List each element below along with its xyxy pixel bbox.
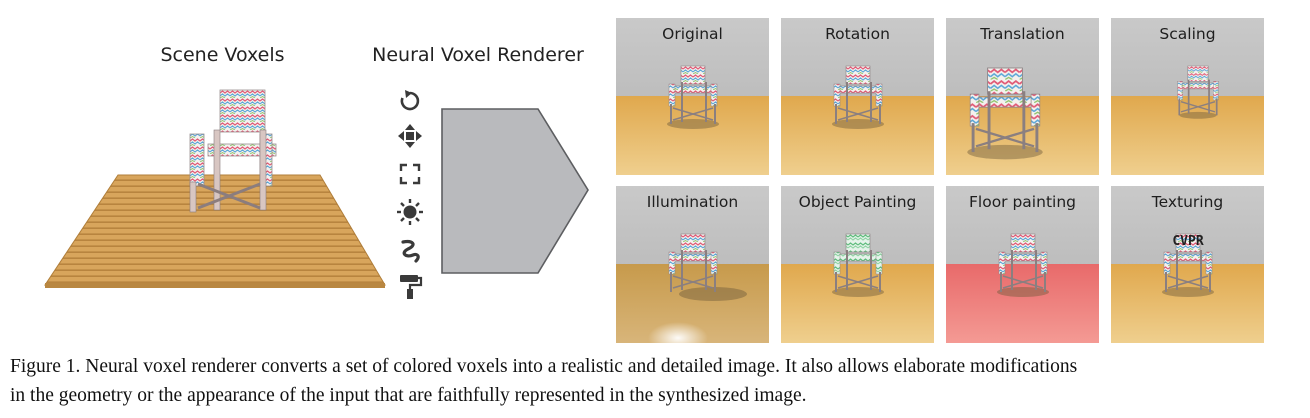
panel-label: Original bbox=[662, 25, 723, 43]
paint-roller-icon bbox=[400, 275, 423, 299]
panel-label: Translation bbox=[980, 25, 1065, 43]
rendered-scene-image bbox=[946, 186, 1099, 343]
rotate-icon bbox=[400, 90, 420, 111]
rendered-scene-image bbox=[616, 186, 769, 343]
rendered-scene-image bbox=[946, 18, 1099, 175]
figure-caption-line-1: Figure 1. Neural voxel renderer converts… bbox=[10, 356, 1078, 377]
output-panel-rotation: Rotation bbox=[781, 18, 934, 175]
rendered-scene-image bbox=[616, 18, 769, 175]
output-panel-illumination: Illumination bbox=[616, 186, 769, 343]
figure-caption-line-2: in the geometry or the appearance of the… bbox=[10, 385, 807, 406]
rendered-scene-image bbox=[781, 18, 934, 175]
rendered-scene-image bbox=[781, 186, 934, 343]
output-panel-translation: Translation bbox=[946, 18, 1099, 175]
rendered-scene-image: CVPR bbox=[1111, 186, 1264, 343]
neural-voxel-renderer-heading: Neural Voxel Renderer bbox=[372, 44, 584, 66]
light-icon bbox=[397, 199, 423, 225]
scene-voxels-heading: Scene Voxels bbox=[160, 44, 285, 66]
voxel-scene-illustration bbox=[44, 89, 386, 288]
scale-icon bbox=[399, 163, 421, 185]
panel-label: Texturing bbox=[1151, 193, 1224, 211]
output-panel-original: Original bbox=[616, 18, 769, 175]
panel-label: Rotation bbox=[825, 25, 890, 43]
panel-label: Illumination bbox=[646, 193, 739, 211]
move-icon bbox=[398, 124, 422, 148]
svg-text:CVPR: CVPR bbox=[1172, 234, 1203, 249]
panel-label: Floor painting bbox=[968, 193, 1076, 211]
output-panel-texturing: CVPR Texturing bbox=[1111, 186, 1264, 343]
renderer-block bbox=[441, 108, 589, 274]
panel-label: Object Painting bbox=[798, 193, 917, 211]
output-panel-floor-painting: Floor painting bbox=[946, 186, 1099, 343]
output-panel-scaling: Scaling bbox=[1111, 18, 1264, 175]
panel-label: Scaling bbox=[1159, 25, 1216, 43]
output-panel-object-painting: Object Painting bbox=[781, 186, 934, 343]
brush-stroke-icon bbox=[401, 239, 420, 263]
rendered-scene-image bbox=[1111, 18, 1264, 175]
